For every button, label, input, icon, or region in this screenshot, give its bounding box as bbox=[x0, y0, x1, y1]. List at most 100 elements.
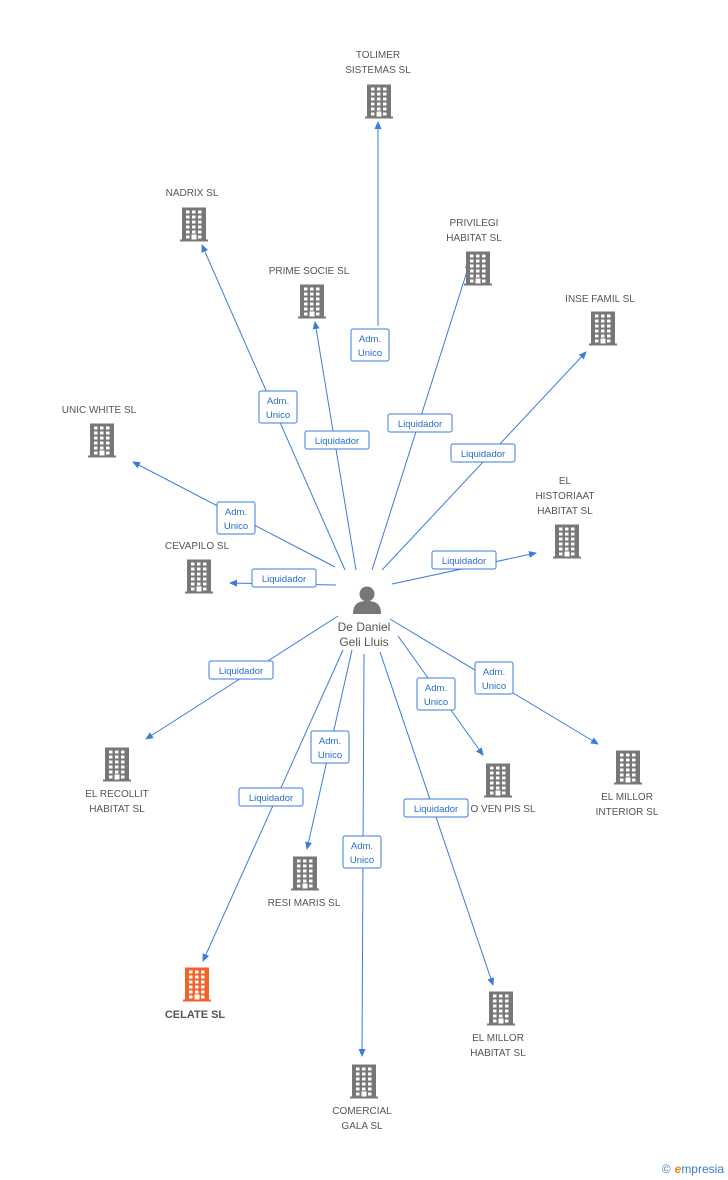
company-node-historiaat[interactable]: EL HISTORIAAT HABITAT SL bbox=[535, 476, 595, 559]
brand-name: mpresia bbox=[681, 1162, 724, 1176]
building-icon bbox=[103, 747, 131, 782]
edge-role-text: Liquidador bbox=[219, 666, 263, 677]
edge-role-text: Adm. bbox=[319, 736, 341, 747]
company-label: EL MILLOR bbox=[472, 1033, 524, 1044]
company-label: RESI MARIS SL bbox=[268, 898, 341, 909]
company-node-insefamil[interactable]: INSE FAMIL SL bbox=[565, 294, 635, 346]
center-name-line2: Geli Lluis bbox=[339, 635, 388, 649]
edge-role-text: Unico bbox=[318, 750, 342, 761]
company-label: GALA SL bbox=[341, 1121, 383, 1132]
edge-role-text: Adm. bbox=[425, 683, 447, 694]
edge-role-text: Liquidador bbox=[315, 436, 359, 447]
company-label: EL bbox=[559, 476, 572, 487]
edge-role-text: Liquidador bbox=[262, 574, 306, 585]
company-label: PRIME SOCIE SL bbox=[269, 266, 350, 277]
building-icon bbox=[614, 750, 642, 785]
company-node-comercialgala[interactable]: COMERCIAL GALA SL bbox=[332, 1064, 392, 1133]
brand-initial: e bbox=[674, 1162, 682, 1176]
company-node-unicwhite[interactable]: UNIC WHITE SL bbox=[62, 405, 137, 458]
edge-label-resimaris[interactable]: Adm. Unico bbox=[310, 730, 350, 764]
edge-role-text: Liquidador bbox=[398, 419, 442, 430]
company-node-privilegi[interactable]: PRIVILEGI HABITAT SL bbox=[446, 218, 502, 286]
edge-role-text: Unico bbox=[224, 521, 248, 532]
company-label: HABITAT SL bbox=[537, 506, 593, 517]
company-label: SISTEMAS SL bbox=[345, 65, 411, 76]
building-icon bbox=[291, 856, 319, 891]
edge-role-text: Adm. bbox=[483, 667, 505, 678]
company-node-elrecollit[interactable]: EL RECOLLIT HABITAT SL bbox=[85, 747, 149, 816]
edge-label-historiaat[interactable]: Liquidador bbox=[431, 550, 497, 570]
watermark: ©empresia bbox=[662, 1162, 724, 1176]
company-label: HABITAT SL bbox=[446, 233, 502, 244]
edge-label-unicwhite[interactable]: Adm. Unico bbox=[216, 501, 256, 535]
nodes-layer: TOLIMER SISTEMAS SL NADRIX SL PRIVILEGI HABI… bbox=[62, 50, 659, 1132]
edge-role-text: Unico bbox=[350, 855, 374, 866]
company-node-resimaris[interactable]: RESI MARIS SL bbox=[268, 856, 341, 910]
building-icon bbox=[464, 251, 492, 286]
edge-label-comercialgala[interactable]: Adm. Unico bbox=[342, 835, 382, 869]
company-node-cevapilo[interactable]: CEVAPILO SL bbox=[165, 541, 230, 594]
company-node-nadrix[interactable]: NADRIX SL bbox=[166, 188, 219, 242]
building-icon bbox=[553, 524, 581, 559]
edge-role-text: Liquidador bbox=[461, 449, 505, 460]
building-icon bbox=[180, 207, 208, 242]
building-icon bbox=[350, 1064, 378, 1099]
company-node-ovenpis[interactable]: O VEN PIS SL bbox=[470, 763, 536, 816]
company-label: COMERCIAL bbox=[332, 1106, 392, 1117]
edge-label-nadrix[interactable]: Adm. Unico bbox=[258, 390, 298, 424]
building-icon bbox=[365, 84, 393, 119]
center-name-line1: De Daniel bbox=[338, 620, 391, 634]
edge-role-text: Unico bbox=[424, 697, 448, 708]
company-label: O VEN PIS SL bbox=[470, 804, 535, 815]
company-label: CEVAPILO SL bbox=[165, 541, 230, 552]
edge-role-text: Unico bbox=[266, 410, 290, 421]
company-label: INSE FAMIL SL bbox=[565, 294, 635, 305]
edge-label-tolimer[interactable]: Adm. Unico bbox=[350, 328, 390, 362]
edge-elmillorhabitat bbox=[379, 651, 495, 986]
company-label: CELATE SL bbox=[165, 1009, 226, 1021]
edge-labels-layer: Adm.UnicoAdm.UnicoLiquidadorLiquidadorLi… bbox=[208, 328, 516, 869]
edge-label-elrecollit[interactable]: Liquidador bbox=[208, 660, 274, 680]
company-node-elmillorinterior[interactable]: EL MILLOR INTERIOR SL bbox=[596, 750, 659, 819]
company-label: HISTORIAAT bbox=[535, 491, 594, 502]
company-label: EL MILLOR bbox=[601, 792, 653, 803]
company-label: PRIVILEGI bbox=[450, 218, 499, 229]
edge-role-text: Adm. bbox=[225, 507, 247, 518]
edge-label-celate[interactable]: Liquidador bbox=[238, 787, 304, 807]
company-label: EL RECOLLIT bbox=[85, 789, 149, 800]
building-icon bbox=[487, 991, 515, 1026]
edge-label-cevapilo[interactable]: Liquidador bbox=[251, 568, 317, 588]
company-label: UNIC WHITE SL bbox=[62, 405, 137, 416]
edge-role-text: Unico bbox=[358, 348, 382, 359]
edge-role-text: Adm. bbox=[359, 334, 381, 345]
building-icon bbox=[185, 559, 213, 594]
edge-label-elmillorinterior[interactable]: Adm. Unico bbox=[474, 661, 514, 695]
building-icon bbox=[88, 423, 116, 458]
company-label: NADRIX SL bbox=[166, 188, 219, 199]
edge-role-text: Unico bbox=[482, 681, 506, 692]
building-icon bbox=[298, 284, 326, 319]
edge-label-privilegi[interactable]: Liquidador bbox=[387, 413, 453, 433]
company-label: TOLIMER bbox=[356, 50, 400, 61]
edge-role-text: Adm. bbox=[267, 396, 289, 407]
copyright-icon: © bbox=[661, 1162, 671, 1176]
edge-label-insefamil[interactable]: Liquidador bbox=[450, 443, 516, 463]
edge-label-ovenpis[interactable]: Adm. Unico bbox=[416, 677, 456, 711]
edge-label-elmillorhabitat[interactable]: Liquidador bbox=[403, 798, 469, 818]
edge-label-primesocie[interactable]: Liquidador bbox=[304, 430, 370, 450]
company-node-tolimer[interactable]: TOLIMER SISTEMAS SL bbox=[345, 50, 411, 119]
company-node-celate[interactable]: CELATE SL bbox=[165, 967, 226, 1022]
building-icon bbox=[589, 311, 617, 346]
building-icon bbox=[484, 763, 512, 798]
building-icon bbox=[183, 967, 211, 1002]
edge-role-text: Adm. bbox=[351, 841, 373, 852]
company-label: INTERIOR SL bbox=[596, 807, 659, 818]
edge-role-text: Liquidador bbox=[249, 793, 293, 804]
company-label: HABITAT SL bbox=[89, 804, 145, 815]
center-person-node[interactable]: De Daniel Geli Lluis bbox=[338, 586, 391, 650]
person-icon bbox=[353, 586, 381, 614]
edge-role-text: Liquidador bbox=[442, 556, 486, 567]
company-node-primesocie[interactable]: PRIME SOCIE SL bbox=[269, 266, 350, 319]
